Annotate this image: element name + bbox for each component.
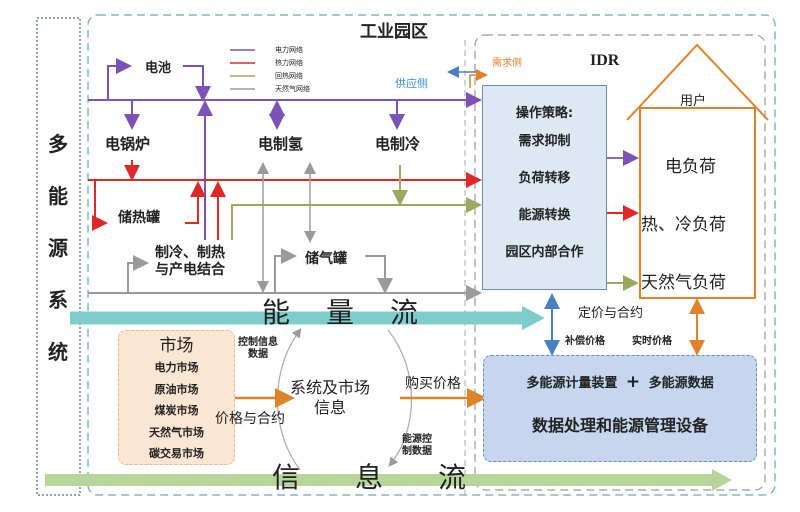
label-line: 制数据 (402, 446, 432, 457)
label-char: 系 (48, 288, 68, 312)
legend: 电力网络 热力网络 回热网络 天然气网络 (275, 44, 310, 96)
house-roof (626, 43, 769, 121)
node-battery: 电池 (145, 61, 172, 76)
data-box-text: 多能源计量装置 (526, 376, 618, 391)
market-item: 碳交易市场 (149, 447, 204, 460)
flow-char: 流 (390, 296, 419, 329)
energy-system-frame (36, 17, 81, 496)
node-cooling: 电制冷 (375, 135, 421, 153)
demand-side-label: 需求侧 (492, 58, 522, 69)
strategy-box: 操作策略: 需求抑制 负荷转移 能源转换 园区内部合作 (482, 85, 607, 290)
data-management-box: 多能源计量装置 + 多能源数据 数据处理和能源管理设备 (483, 355, 757, 462)
legend-power: 电力网络 (275, 46, 303, 54)
label-char: 多 (48, 132, 68, 156)
strategy-item: 能源转换 (518, 208, 571, 223)
flow-char: 能 (262, 296, 291, 329)
node-gas-storage: 储气罐 (305, 251, 347, 267)
data-box-title: 数据处理和能源管理设备 (531, 416, 708, 435)
price-contract-label: 价格与合约 (215, 411, 285, 427)
flow-char: 息 (355, 461, 384, 494)
market-item: 天然气市场 (149, 425, 204, 439)
supply-side-label: 供应侧 (395, 77, 428, 90)
node-cchp: 制冷、制热 与产电结合 (155, 245, 225, 279)
label-line: 信息 (314, 398, 347, 417)
pricing-label: 定价与合约 (578, 306, 644, 321)
control-info-label: 控制信息 数据 (238, 337, 278, 361)
purchase-price-label: 购买价格 (405, 376, 461, 392)
flow-char: 流 (438, 461, 467, 494)
label-line: 控制信息 (238, 337, 278, 348)
market-item: 煤炭市场 (154, 404, 199, 417)
energy-system-label: 多 能 源 系 统 (48, 118, 72, 378)
cchp-line: 与产电结合 (155, 262, 225, 278)
market-item: 电力市场 (154, 361, 199, 374)
plus-sign: + (625, 372, 641, 392)
market-title: 市场 (159, 336, 194, 356)
load-electric: 电负荷 (665, 157, 716, 177)
energy-flow-label: 能量流 (262, 291, 418, 331)
node-boiler: 电锅炉 (105, 135, 151, 153)
flow-char: 量 (326, 296, 355, 329)
idr-label: IDR (590, 52, 620, 69)
idr-frame (474, 34, 766, 491)
node-hydrogen: 电制氢 (258, 135, 304, 153)
load-heat-cool: 热、冷负荷 (641, 215, 726, 235)
strategy-item: 负荷转移 (518, 171, 571, 186)
energy-control-label: 能源控 制数据 (402, 434, 432, 458)
load-gas: 天然气负荷 (641, 273, 726, 293)
park-title: 工业园区 (360, 22, 428, 42)
cchp-line: 制冷、制热 (155, 245, 225, 261)
market-box: 市场 电力市场 原油市场 煤炭市场 天然气市场 碳交易市场 (118, 330, 235, 465)
label-line: 能源控 (402, 434, 432, 445)
label-line: 数据 (248, 349, 268, 360)
system-market-info: 系统及市场 信息 (290, 378, 370, 418)
user-label: 用户 (680, 94, 707, 109)
strategy-item: 需求抑制 (518, 134, 571, 149)
label-char: 统 (48, 340, 68, 364)
data-box-text: 多能源数据 (648, 376, 714, 391)
realtime-price-label: 实时价格 (632, 336, 672, 347)
legend-gas: 天然气网络 (275, 85, 310, 93)
label-line: 系统及市场 (290, 378, 371, 397)
legend-reheat: 回热网络 (275, 72, 303, 80)
market-item: 原油市场 (154, 382, 199, 396)
label-char: 源 (48, 236, 68, 260)
info-flow-label: 信息流 (272, 456, 466, 496)
label-char: 能 (48, 184, 68, 208)
strategy-heading: 操作策略: (515, 106, 574, 121)
flow-char: 信 (272, 461, 301, 494)
park-frame (87, 14, 776, 496)
strategy-item: 园区内部合作 (505, 245, 584, 260)
node-heat-storage: 储热罐 (118, 210, 160, 226)
compensation-price-label: 补偿价格 (565, 336, 605, 347)
legend-heat: 热力网络 (275, 59, 303, 67)
